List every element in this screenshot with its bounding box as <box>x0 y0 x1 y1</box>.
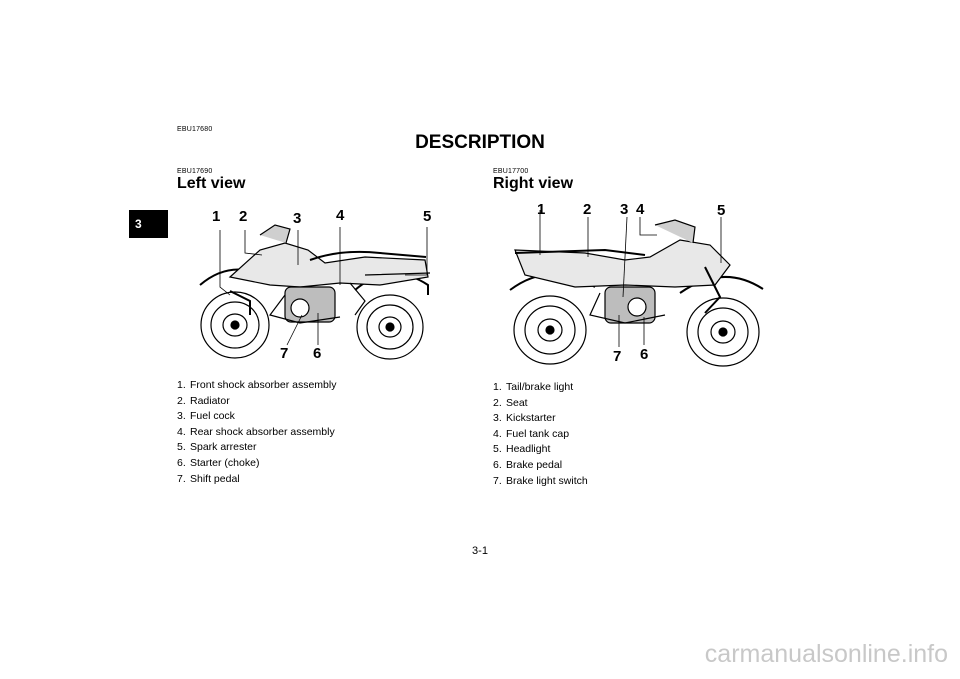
legend-item: 5.Headlight <box>493 443 551 456</box>
left-callout-1: 1 <box>212 208 221 225</box>
right-callout-2: 2 <box>583 201 592 218</box>
left-view-code: EBU17690 <box>177 168 213 175</box>
right-callout-5: 5 <box>717 202 726 219</box>
page-number: 3-1 <box>472 545 488 557</box>
legend-item: 1.Tail/brake light <box>493 381 574 393</box>
section-code: EBU17680 <box>177 126 213 133</box>
left-callout-5: 5 <box>423 208 432 225</box>
right-callout-1: 1 <box>537 201 546 218</box>
legend-item: 2.Seat <box>493 396 528 409</box>
legend-item: 3.Fuel cock <box>177 410 235 423</box>
left-callout-7: 7 <box>280 345 289 362</box>
left-view-atv-illustration <box>199 224 431 360</box>
chapter-tab: 3 <box>129 210 168 238</box>
legend-item: 5.Spark arrester <box>177 441 257 454</box>
right-view-atv-illustration <box>509 210 764 367</box>
right-view-code: EBU17700 <box>493 168 529 175</box>
right-view-legend: 1.Tail/brake light 2.Seat 3.Kickstarter … <box>493 380 588 489</box>
right-view-heading: Right view <box>493 175 574 192</box>
left-callout-4: 4 <box>336 207 345 224</box>
left-callout-6: 6 <box>313 345 322 362</box>
legend-item: 7.Brake light switch <box>493 474 588 487</box>
page-title: DESCRIPTION <box>415 132 545 153</box>
legend-item: 6.Brake pedal <box>493 458 563 471</box>
left-callout-3: 3 <box>293 210 302 227</box>
left-callout-2: 2 <box>239 208 248 225</box>
legend-item: 4.Fuel tank cap <box>493 427 570 440</box>
legend-item: 7.Shift pedal <box>177 472 240 485</box>
watermark: carmanualsonline.info <box>704 640 948 668</box>
legend-item: 4.Rear shock absorber assembly <box>177 425 335 438</box>
left-view-legend: 1.Front shock absorber assembly 2.Radiat… <box>177 378 336 487</box>
legend-item: 1.Front shock absorber assembly <box>177 379 337 391</box>
legend-item: 6.Starter (choke) <box>177 456 260 469</box>
legend-item: 3.Kickstarter <box>493 412 556 425</box>
right-callout-4: 4 <box>636 201 645 218</box>
left-view-heading: Left view <box>177 175 246 192</box>
right-callout-7: 7 <box>613 348 622 365</box>
legend-item: 2.Radiator <box>177 394 230 407</box>
right-callout-6: 6 <box>640 346 649 363</box>
right-callout-3: 3 <box>620 201 629 218</box>
